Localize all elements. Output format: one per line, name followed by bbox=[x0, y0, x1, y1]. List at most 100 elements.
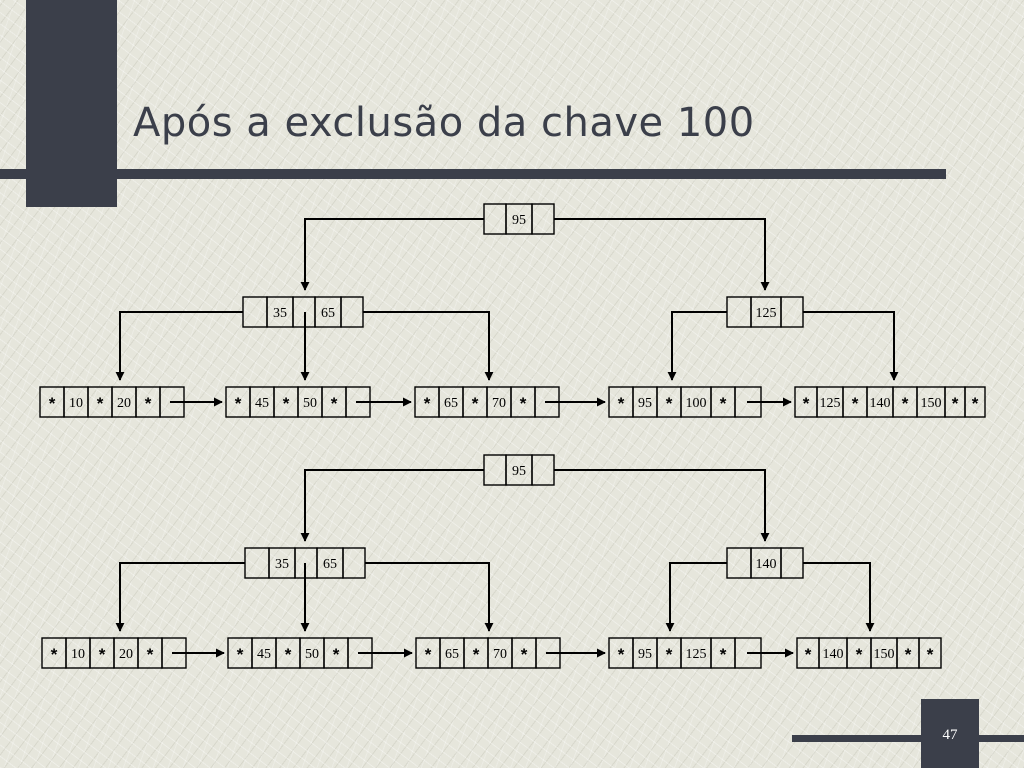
key-value: 140 bbox=[823, 647, 844, 662]
leaf-node: *45*50* bbox=[225, 386, 371, 418]
key-value: 10 bbox=[69, 396, 83, 411]
null-pointer-star: * bbox=[49, 394, 56, 413]
pointer-cell bbox=[340, 296, 364, 328]
leaf-node: * 95 * 100 * bbox=[608, 386, 762, 418]
btree-after: 95 35 65 140 * 10 * 20 * * 45 * 50 * * 65 * 70 * * 95 * 125 * * 1… bbox=[41, 454, 942, 669]
page-number: 47 bbox=[942, 727, 958, 743]
leaf-node: * 65 * 70 * bbox=[415, 637, 561, 669]
null-pointer-star: * bbox=[473, 645, 480, 664]
leaf-node: * 140 * 150 * * bbox=[796, 637, 942, 669]
internal-node-right: 125 bbox=[726, 296, 804, 328]
null-pointer-star: * bbox=[97, 394, 104, 413]
internal-node-right: 140 bbox=[726, 547, 804, 579]
root-node: 95 bbox=[483, 203, 555, 235]
key-value: 150 bbox=[874, 647, 895, 662]
null-pointer-star: * bbox=[618, 645, 625, 664]
footer-rule bbox=[792, 735, 1024, 742]
title-underline-rule bbox=[0, 169, 946, 179]
null-pointer-star: * bbox=[666, 645, 673, 664]
edge-internal-left-leaf0 bbox=[115, 311, 243, 381]
pointer-cell bbox=[483, 203, 507, 235]
key-value: 95 bbox=[512, 464, 526, 479]
leaf-node: *125*140*150** bbox=[794, 386, 986, 418]
edge-root-right bbox=[554, 469, 770, 542]
leaf-node: * 95 * 125 * bbox=[608, 637, 762, 669]
null-pointer-star: * bbox=[805, 645, 812, 664]
pointer-cell bbox=[342, 547, 366, 579]
null-pointer-star: * bbox=[905, 645, 912, 664]
key-value: 95 bbox=[638, 647, 652, 662]
null-pointer-star: * bbox=[720, 645, 727, 664]
leaf-node: * 10 * 20 * bbox=[41, 637, 187, 669]
pointer-cell bbox=[726, 547, 752, 579]
pointer-cell bbox=[780, 547, 804, 579]
leaf-node: * 10 * 20 * bbox=[39, 386, 185, 418]
key-value: 65 bbox=[445, 647, 459, 662]
edge-root-left bbox=[300, 218, 484, 291]
null-pointer-star: * bbox=[521, 645, 528, 664]
null-pointer-star: * bbox=[666, 394, 673, 413]
slide-title: Após a exclusão da chave 100 bbox=[133, 100, 755, 146]
edge-internal-right-leaf3 bbox=[665, 562, 727, 632]
null-pointer-star: * bbox=[147, 645, 154, 664]
leaf-cell bbox=[918, 637, 942, 669]
key-value: 125 bbox=[756, 306, 777, 321]
null-pointer-star: * bbox=[803, 394, 810, 413]
pointer-cell bbox=[242, 296, 268, 328]
key-value: 35 bbox=[275, 557, 289, 572]
key-value: 10 bbox=[71, 647, 85, 662]
pointer-cell bbox=[726, 296, 752, 328]
null-pointer-star: * bbox=[520, 394, 527, 413]
key-value: 65 bbox=[323, 557, 337, 572]
null-pointer-star: * bbox=[425, 645, 432, 664]
pointer-cell bbox=[531, 454, 555, 486]
pointer-cell bbox=[531, 203, 555, 235]
null-pointer-star: * bbox=[852, 394, 859, 413]
null-pointer-star: * bbox=[99, 645, 106, 664]
null-pointer-star: * bbox=[283, 394, 290, 413]
null-pointer-star: * bbox=[927, 645, 934, 664]
edge-root-right bbox=[554, 218, 770, 291]
key-value: 45 bbox=[255, 396, 269, 411]
key-value: 20 bbox=[119, 647, 133, 662]
key-value: 140 bbox=[870, 396, 891, 411]
key-value: 95 bbox=[512, 213, 526, 228]
null-pointer-star: * bbox=[424, 394, 431, 413]
null-pointer-star: * bbox=[720, 394, 727, 413]
key-value: 50 bbox=[305, 647, 319, 662]
key-value: 125 bbox=[820, 396, 841, 411]
null-pointer-star: * bbox=[856, 645, 863, 664]
null-pointer-star: * bbox=[902, 394, 909, 413]
null-pointer-star: * bbox=[235, 394, 242, 413]
key-value: 50 bbox=[303, 396, 317, 411]
edge-internal-right-leaf4 bbox=[803, 311, 899, 381]
key-value: 100 bbox=[686, 396, 707, 411]
key-value: 45 bbox=[257, 647, 271, 662]
pointer-cell bbox=[483, 454, 507, 486]
key-value: 65 bbox=[321, 306, 335, 321]
key-value: 20 bbox=[117, 396, 131, 411]
null-pointer-star: * bbox=[472, 394, 479, 413]
edge-internal-left-leaf0 bbox=[115, 562, 245, 632]
key-value: 125 bbox=[686, 647, 707, 662]
key-value: 140 bbox=[756, 557, 777, 572]
null-pointer-star: * bbox=[145, 394, 152, 413]
pointer-cell bbox=[244, 547, 270, 579]
edge-root-left bbox=[300, 469, 484, 542]
null-pointer-star: * bbox=[285, 645, 292, 664]
key-value: 95 bbox=[638, 396, 652, 411]
key-value: 70 bbox=[493, 647, 507, 662]
edge-internal-left-leaf2 bbox=[363, 311, 494, 381]
null-pointer-star: * bbox=[333, 645, 340, 664]
edge-internal-left-leaf2 bbox=[365, 562, 494, 632]
page-number-box bbox=[921, 699, 979, 768]
leaf-cell bbox=[964, 386, 986, 418]
null-pointer-star: * bbox=[952, 394, 959, 413]
null-pointer-star: * bbox=[618, 394, 625, 413]
leaf-node: * 45 * 50 * bbox=[227, 637, 373, 669]
null-pointer-star: * bbox=[237, 645, 244, 664]
null-pointer-star: * bbox=[51, 645, 58, 664]
